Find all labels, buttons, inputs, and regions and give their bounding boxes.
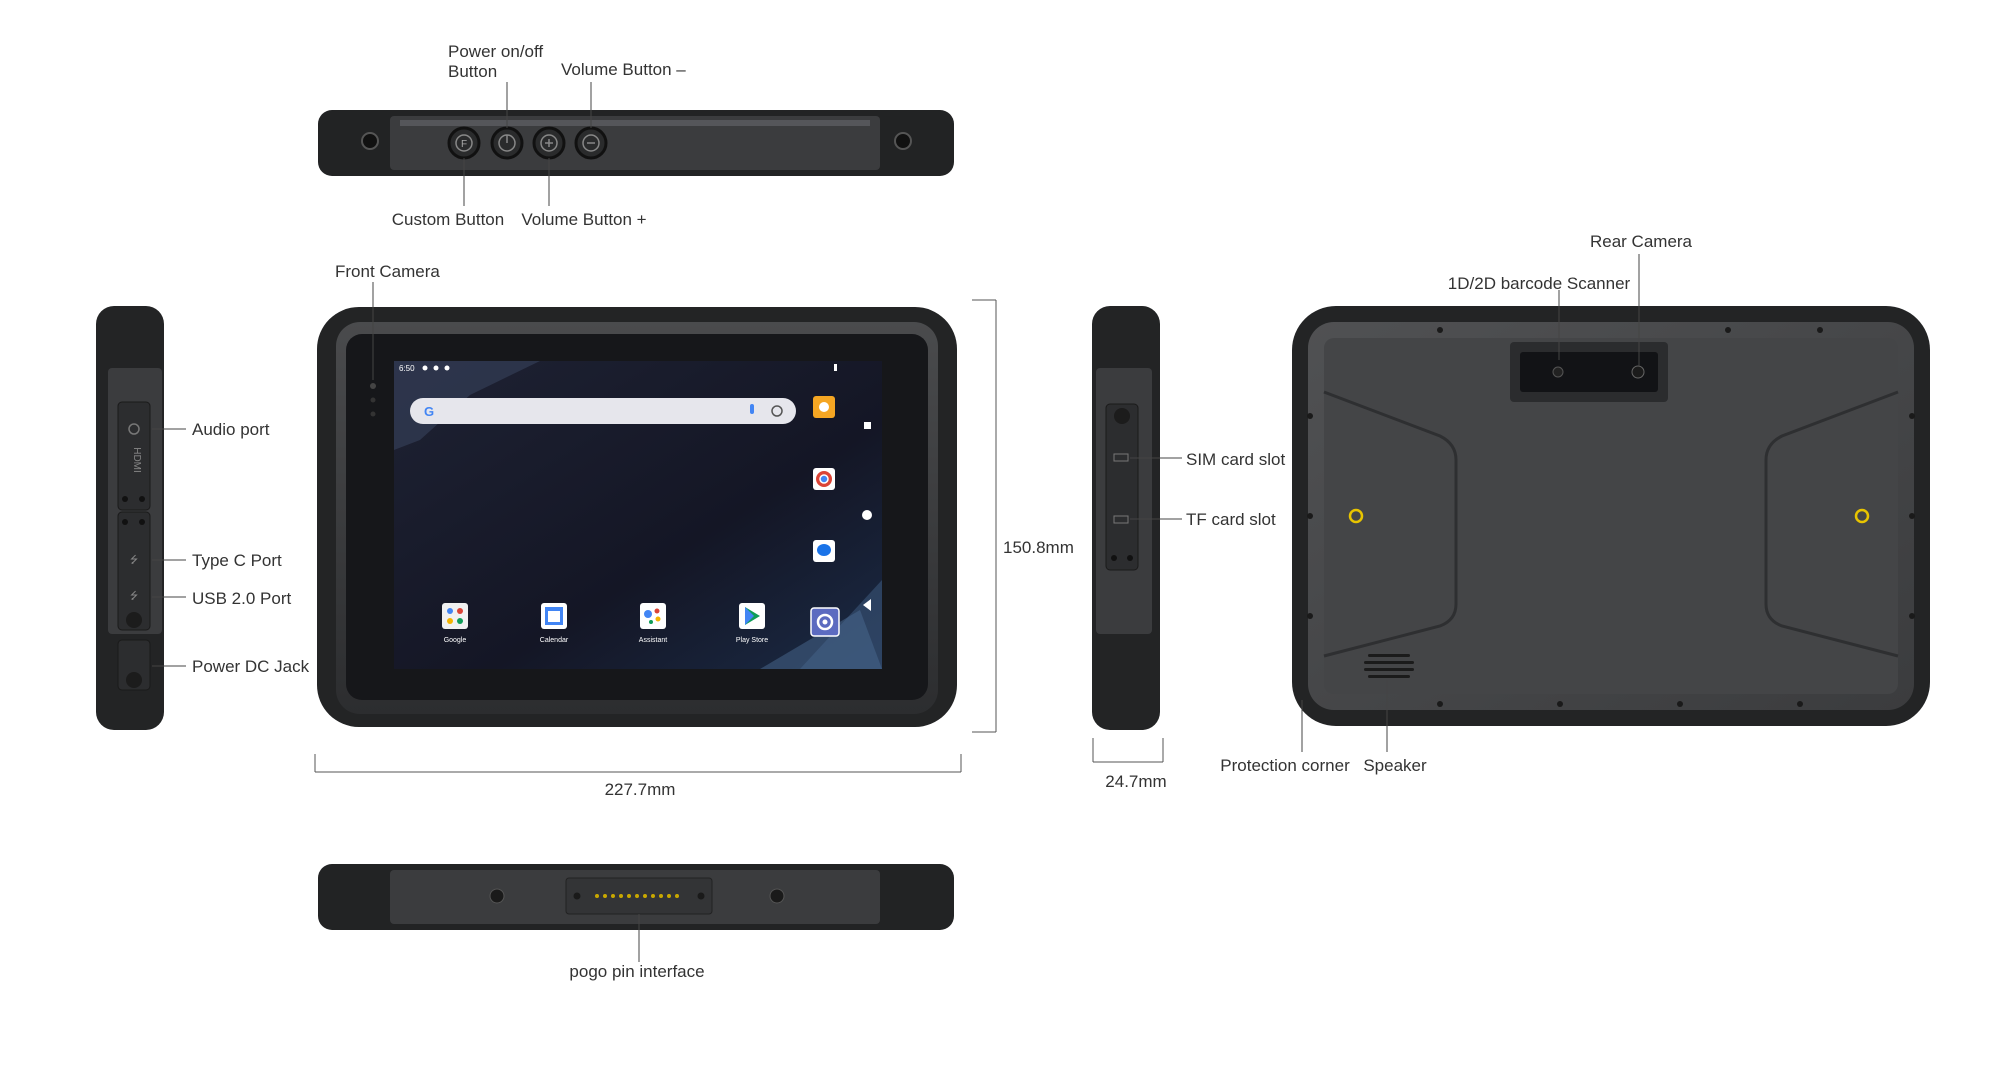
right-side-view [1092, 306, 1182, 763]
rear-inner-panel [1324, 338, 1898, 694]
power-button-label: Power on/off Button [448, 42, 544, 81]
bottom-screw-left [489, 888, 505, 904]
bottom-screw-right [769, 888, 785, 904]
top-view: F [318, 82, 954, 206]
rear-view [1292, 254, 1930, 752]
rear-rib-right [1764, 390, 1899, 658]
nav-home[interactable] [862, 510, 872, 520]
width-dimension-label: 227.7mm [604, 780, 676, 799]
volume-plus-icon [540, 134, 558, 152]
speaker-label: Speaker [1363, 756, 1427, 775]
thickness-dimension-label: 24.7mm [1105, 772, 1167, 791]
front-camera-lens [370, 383, 376, 389]
protection-corner-label: Protection corner [1220, 756, 1350, 775]
top-screw-right [894, 132, 912, 150]
battery-icon [834, 364, 837, 371]
left-port-cover-3 [117, 639, 151, 691]
type-c-port-label: Type C Port [192, 551, 282, 570]
status-icon-2 [433, 365, 439, 371]
nav-back[interactable] [863, 599, 871, 611]
bottom-view [318, 864, 954, 962]
left-plug-2 [126, 672, 142, 688]
hdmi-label: HDMI [131, 447, 142, 473]
volume-plus-button[interactable] [532, 126, 566, 160]
pogo-pin-label: pogo pin interface [569, 962, 705, 981]
top-screw-left [361, 132, 379, 150]
rear-camera-label: Rear Camera [1589, 232, 1693, 251]
height-dimension-label: 150.8mm [1003, 538, 1074, 557]
status-time: 6:50 [399, 364, 415, 373]
app-label: Assistant [639, 637, 667, 644]
search-bar[interactable] [410, 398, 796, 424]
rear-camera-lens [1631, 365, 1645, 379]
barcode-scanner-label: 1D/2D barcode Scanner [1447, 274, 1631, 293]
custom-button[interactable]: F [447, 126, 481, 160]
app-calendar[interactable]: Calendar [540, 603, 569, 644]
sim-slot-label: SIM card slot [1186, 450, 1286, 469]
lens-icon[interactable] [771, 405, 783, 417]
wallpaper-shape-3 [760, 610, 882, 669]
app-label: Calendar [540, 637, 569, 644]
app-label: Google [444, 637, 467, 644]
rear-rib-left [1323, 390, 1458, 658]
front-view: 6:50 G Google Calendar [314, 282, 997, 773]
front-sensor [370, 397, 376, 403]
barcode-scanner-lens [1552, 366, 1564, 378]
barcode-scanner-window [1520, 352, 1658, 392]
volume-minus-label: Volume Button – [561, 60, 686, 79]
left-port-cover-2 [117, 511, 151, 631]
mic-icon[interactable] [750, 404, 754, 414]
power-dc-jack-label: Power DC Jack [192, 657, 310, 676]
app-google[interactable]: Google [442, 603, 468, 644]
tf-slot-icon [1113, 515, 1129, 524]
app-label: Play Store [736, 637, 768, 644]
audio-port-label: Audio port [192, 420, 270, 439]
tf-slot-label: TF card slot [1186, 510, 1276, 529]
wallpaper-shape [394, 361, 540, 450]
speaker-grille [1364, 654, 1414, 678]
pogo-pins [595, 894, 679, 898]
google-g-icon: G [424, 404, 434, 419]
svg-text:F: F [461, 139, 467, 150]
top-edge-highlight [400, 120, 870, 126]
app-play-store[interactable]: Play Store [736, 603, 768, 644]
left-side-view: HDMI ⭍ ⭍ [96, 306, 186, 730]
rear-marker-right [1854, 508, 1870, 524]
custom-button-label: Custom Button [391, 210, 505, 229]
custom-f-icon [455, 134, 473, 152]
status-icon-3 [444, 365, 450, 371]
audio-port-icon [128, 423, 140, 435]
front-sensor-2 [370, 411, 376, 417]
sim-slot-icon [1113, 453, 1129, 462]
usb-icon: ⭍ [130, 590, 138, 602]
settings-icon [816, 613, 834, 631]
volume-plus-label: Volume Button + [521, 210, 647, 229]
power-button[interactable] [490, 126, 524, 160]
volume-minus-button[interactable] [574, 126, 608, 160]
left-plug-1 [126, 612, 142, 628]
usb-port-label: USB 2.0 Port [192, 589, 292, 608]
nav-recents[interactable] [864, 422, 871, 429]
left-port-cover-1 [117, 401, 151, 511]
rear-marker-left [1348, 508, 1364, 524]
volume-minus-icon [582, 134, 600, 152]
status-icon-1 [422, 365, 428, 371]
app-settings[interactable] [810, 607, 840, 637]
type-c-icon: ⭍ [130, 554, 138, 566]
app-assistant[interactable]: Assistant [639, 603, 667, 644]
right-slot-cover [1105, 403, 1139, 571]
front-camera-label: Front Camera [335, 262, 440, 281]
